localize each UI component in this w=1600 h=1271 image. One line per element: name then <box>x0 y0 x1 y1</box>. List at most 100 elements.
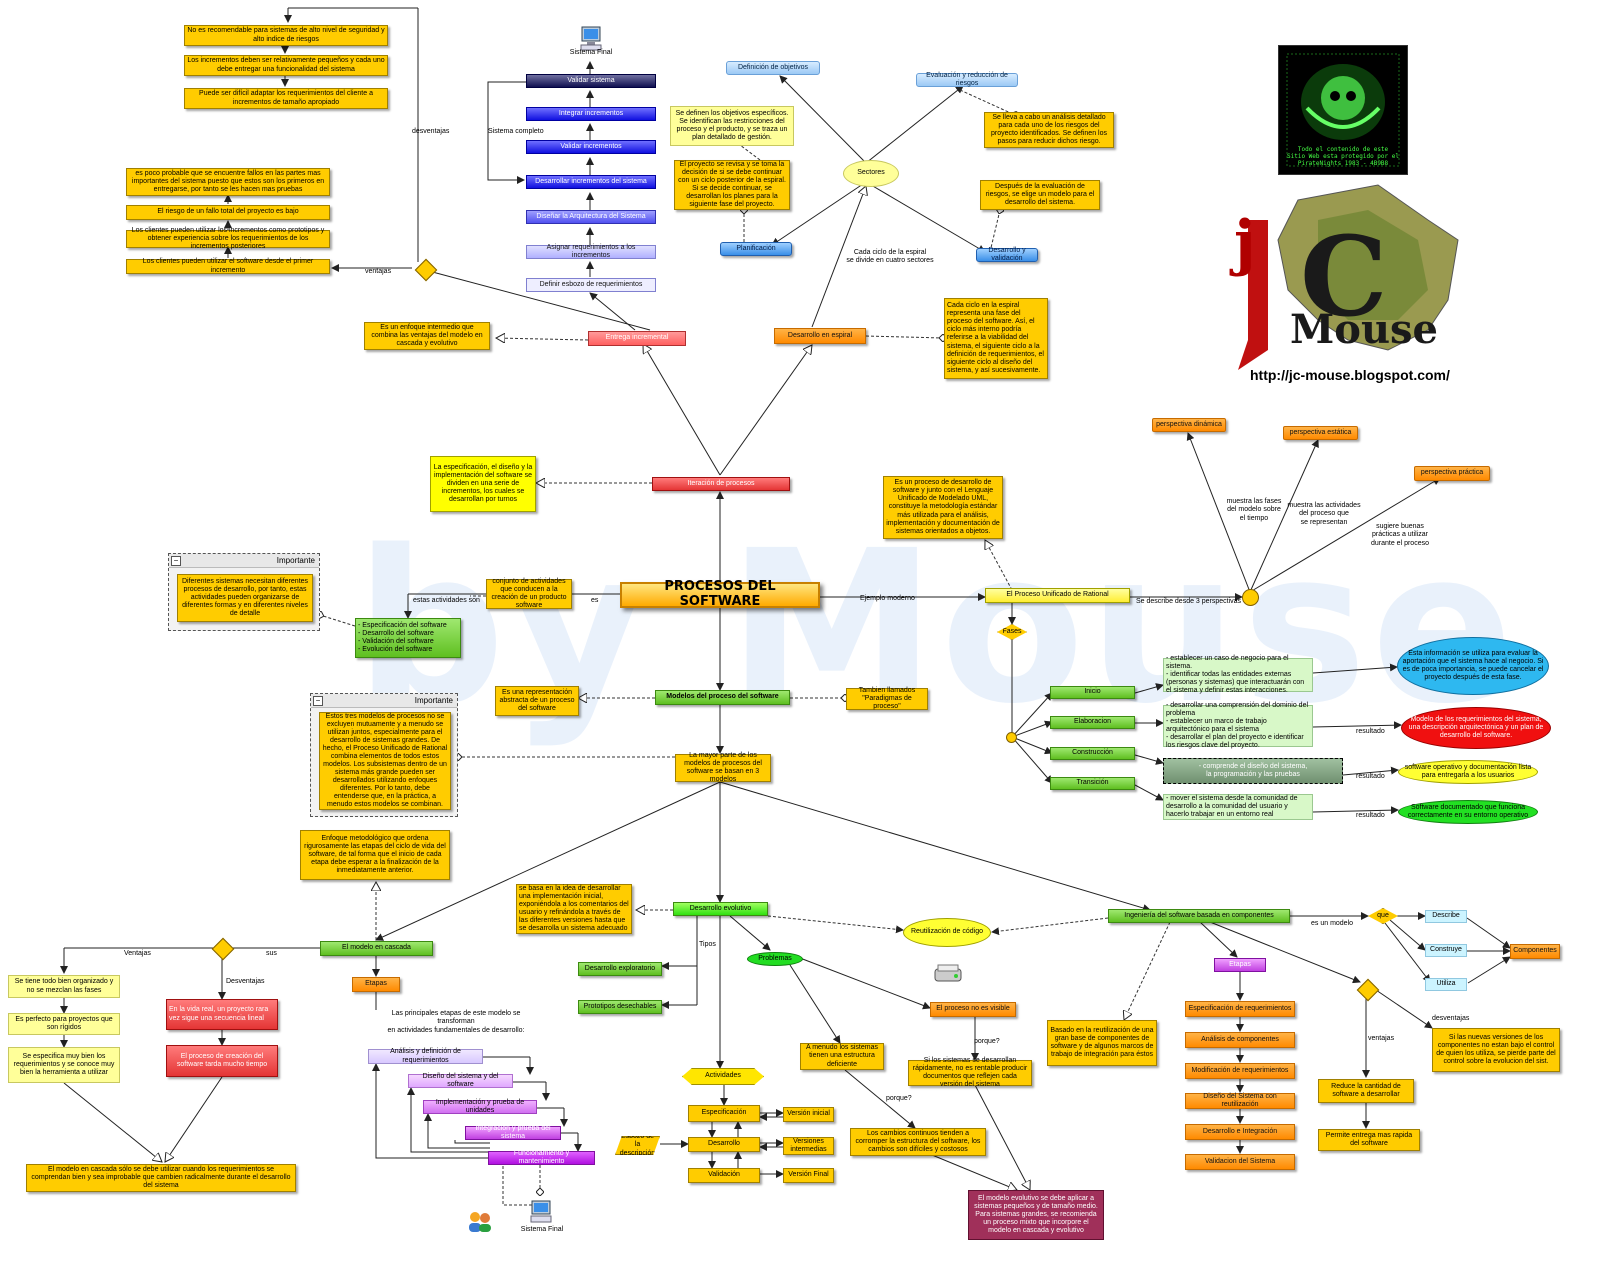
perspectiva-dinamica[interactable]: perspectiva dinámica <box>1152 418 1226 432</box>
cascada-node[interactable]: El modelo en cascada <box>320 941 433 956</box>
blog-url[interactable]: http://jc-mouse.blogspot.com/ <box>1250 367 1450 383</box>
describe-node: Describe <box>1425 910 1467 923</box>
brand-mouse: Mouse <box>1290 306 1439 353</box>
incremental-note: Es un enfoque intermedio que combina las… <box>364 322 490 350</box>
porque-label-1: porque? <box>974 1038 1000 1045</box>
porque-label-2: porque? <box>886 1095 912 1102</box>
cascada-desventajas-label: Desventajas <box>226 978 265 985</box>
cascada-sistema-final: Sistema Final <box>520 1226 564 1233</box>
cascada-step-5: Funcionamiento y mantenimiento <box>488 1150 595 1165</box>
cascada-note: Enfoque metodológico que ordena rigurosa… <box>300 830 450 880</box>
evaluacion-riesgos[interactable]: Evaluación y reducción de riesgos <box>916 72 1018 87</box>
utiliza-node: Utiliza <box>1425 978 1467 991</box>
cascada-step-1: Análisis y definición de requerimientos <box>368 1048 483 1064</box>
perspectiva-practica[interactable]: perspectiva práctica <box>1414 466 1490 481</box>
reutilizacion-node[interactable]: Reutilización de código <box>903 918 991 947</box>
note-definicion: Se definen los objetivos específicos. Se… <box>670 106 794 146</box>
importante-box-1: Importante − Diferentes sistemas necesit… <box>168 553 320 631</box>
fase-transicion[interactable]: Transición <box>1050 777 1135 790</box>
evolutivo-node[interactable]: Desarrollo evolutivo <box>673 902 768 916</box>
activities-node[interactable]: - Especificación del software - Desarrol… <box>355 618 461 658</box>
que-diamond: que <box>1368 908 1398 924</box>
componentes-node[interactable]: Ingeniería del software basada en compon… <box>1108 909 1290 923</box>
reuse-etapas[interactable]: Etapas <box>1214 958 1266 972</box>
cascada-ventajas-label: Ventajas <box>124 950 151 957</box>
desventaja-1: No es recomendable para sistemas de alto… <box>184 25 388 46</box>
aplicar-note: El modelo evolutivo se debe aplicar a si… <box>968 1190 1104 1240</box>
reuse-step-6: Validacion del Sistema <box>1185 1154 1295 1170</box>
es-un-modelo-label: es un modelo <box>1311 920 1354 927</box>
problemas-node[interactable]: Problemas <box>747 952 803 966</box>
planificacion-node[interactable]: Planificación <box>720 242 792 256</box>
cascada-desventaja-1: En la vida real, un proyecto rara vez si… <box>166 999 278 1030</box>
reuse-desventajas-label: desventajas <box>1432 1015 1470 1022</box>
fase-inicio[interactable]: Inicio <box>1050 686 1135 699</box>
componentes-target[interactable]: Componentes <box>1510 944 1560 959</box>
importante-text-1: Diferentes sistemas necesitan diferentes… <box>177 574 313 622</box>
sectores-node[interactable]: Sectores <box>843 160 899 187</box>
desarrollo-exploratorio[interactable]: Desarrollo exploratorio <box>578 962 662 976</box>
cascada-etapas-note: Las principales etapas de este modelo se… <box>387 1010 525 1034</box>
desarrollo-validacion-node[interactable]: Desarrollo y validación <box>976 247 1038 262</box>
collapse-icon-2[interactable]: − <box>313 696 323 706</box>
sus-label: sus <box>266 950 277 957</box>
reuse-ventaja-1: Reduce la cantidad de software a desarro… <box>1318 1079 1414 1103</box>
fase-construccion[interactable]: Construcción <box>1050 747 1135 760</box>
step-disenar-arquitectura: Diseñar la Arquitectura del Sistema <box>526 210 656 224</box>
iteracion-procesos-node[interactable]: Iteración de procesos <box>652 477 790 491</box>
desarrollo-espiral-node[interactable]: Desarrollo en espiral <box>774 328 866 344</box>
cascada-conclusion: El modelo en cascada sólo se debe utiliz… <box>26 1164 296 1192</box>
importante-text-2: Estos tres modelos de procesos no se exc… <box>319 712 451 810</box>
resultado-inicio: Esta información se utiliza para evaluar… <box>1397 637 1549 695</box>
actividades-node[interactable]: Actividades <box>682 1068 764 1085</box>
ventaja-4: Los clientes pueden utilizar el software… <box>126 258 330 274</box>
fases-diamond[interactable]: Fases <box>997 624 1027 640</box>
perspectiva-estatica[interactable]: perspectiva estática <box>1283 426 1358 440</box>
estructura-node: A menudo los sistemas tienen una estruct… <box>800 1043 884 1070</box>
pirate-text: Todo el contenido de este Sitio Web esta… <box>1287 146 1399 168</box>
reuse-ventaja-2: Permite entrega mas rapida del software <box>1318 1129 1420 1151</box>
no-visible-node[interactable]: El proceso no es visible <box>930 1002 1016 1017</box>
tipos-label: Tipos <box>699 941 716 948</box>
importante-header: Importante <box>169 554 319 568</box>
step-integrar-incrementos: Integrar incrementos <box>526 107 656 121</box>
paradigmas-note: Tambien llamados "Paradigmas de proceso" <box>846 687 928 710</box>
estas-label: estas actividades son <box>413 597 480 604</box>
es-label: es <box>591 597 599 604</box>
note-desarrollo: Después de la evaluación de riesgos, se … <box>980 180 1100 210</box>
resultado-elaboracion: Modelo de los requerimientos del sistema… <box>1401 707 1551 749</box>
entrega-incremental-node[interactable]: Entrega incremental <box>588 331 686 346</box>
prototipos-desechables[interactable]: Prototipos desechables <box>578 1000 662 1014</box>
definicion-objetivos[interactable]: Definición de objetivos <box>726 61 820 75</box>
modelos-node[interactable]: Modelos del proceso del software <box>655 690 790 705</box>
rapido-note: Si los sistemas se desarrollan rápidamen… <box>908 1057 1032 1088</box>
pirate-logo: Todo el contenido de este Sitio Web esta… <box>1278 45 1408 175</box>
act-validacion[interactable]: Validación <box>688 1168 760 1183</box>
label-practica: sugiere buenas prácticas a utilizar dura… <box>1371 523 1429 547</box>
main-title[interactable]: PROCESOS DEL SOFTWARE <box>620 579 820 609</box>
resultado-transicion: Software documentado que funciona correc… <box>1398 800 1538 824</box>
representacion-note: Es una representación abstracta de un pr… <box>495 686 579 716</box>
collapse-icon[interactable]: − <box>171 556 181 566</box>
reuse-step-3: Modificación de requerimientos <box>1185 1063 1295 1079</box>
desc-elaboracion: - desarrollar una comprensión del domini… <box>1163 702 1313 749</box>
label-estatica: muestra las actividades del proceso que … <box>1287 502 1361 526</box>
act-especificacion[interactable]: Especificación <box>688 1105 760 1122</box>
label-desventajas: desventajas <box>412 128 450 135</box>
fase-elaboracion[interactable]: Elaboracion <box>1050 716 1135 729</box>
reuse-step-2: Análisis de componentes <box>1185 1032 1295 1048</box>
ventaja-2: El riesgo de un fallo total del proyecto… <box>126 205 330 220</box>
conjunto-note: conjunto de actividades que conducen a l… <box>486 578 572 609</box>
note-planificacion: El proyecto se revisa y se toma la decis… <box>674 160 790 210</box>
mayoria-node[interactable]: La mayor parte de los modelos de proceso… <box>675 752 771 783</box>
versiones-intermedias: Versiones intermedias <box>783 1137 834 1155</box>
rup-node[interactable]: El Proceso Unificado de Rational <box>985 588 1130 603</box>
cascada-etapas-node[interactable]: Etapas <box>352 977 400 992</box>
cascada-step-2: Diseño del sistema y del software <box>408 1073 513 1088</box>
brand-c: C <box>1300 212 1388 341</box>
disk-icon <box>934 955 962 987</box>
reuse-step-5: Desarrollo e Integración <box>1185 1124 1295 1140</box>
desc-transicion: - mover el sistema desde la comunidad de… <box>1163 794 1313 820</box>
act-desarrollo[interactable]: Desarrollo <box>688 1137 760 1152</box>
